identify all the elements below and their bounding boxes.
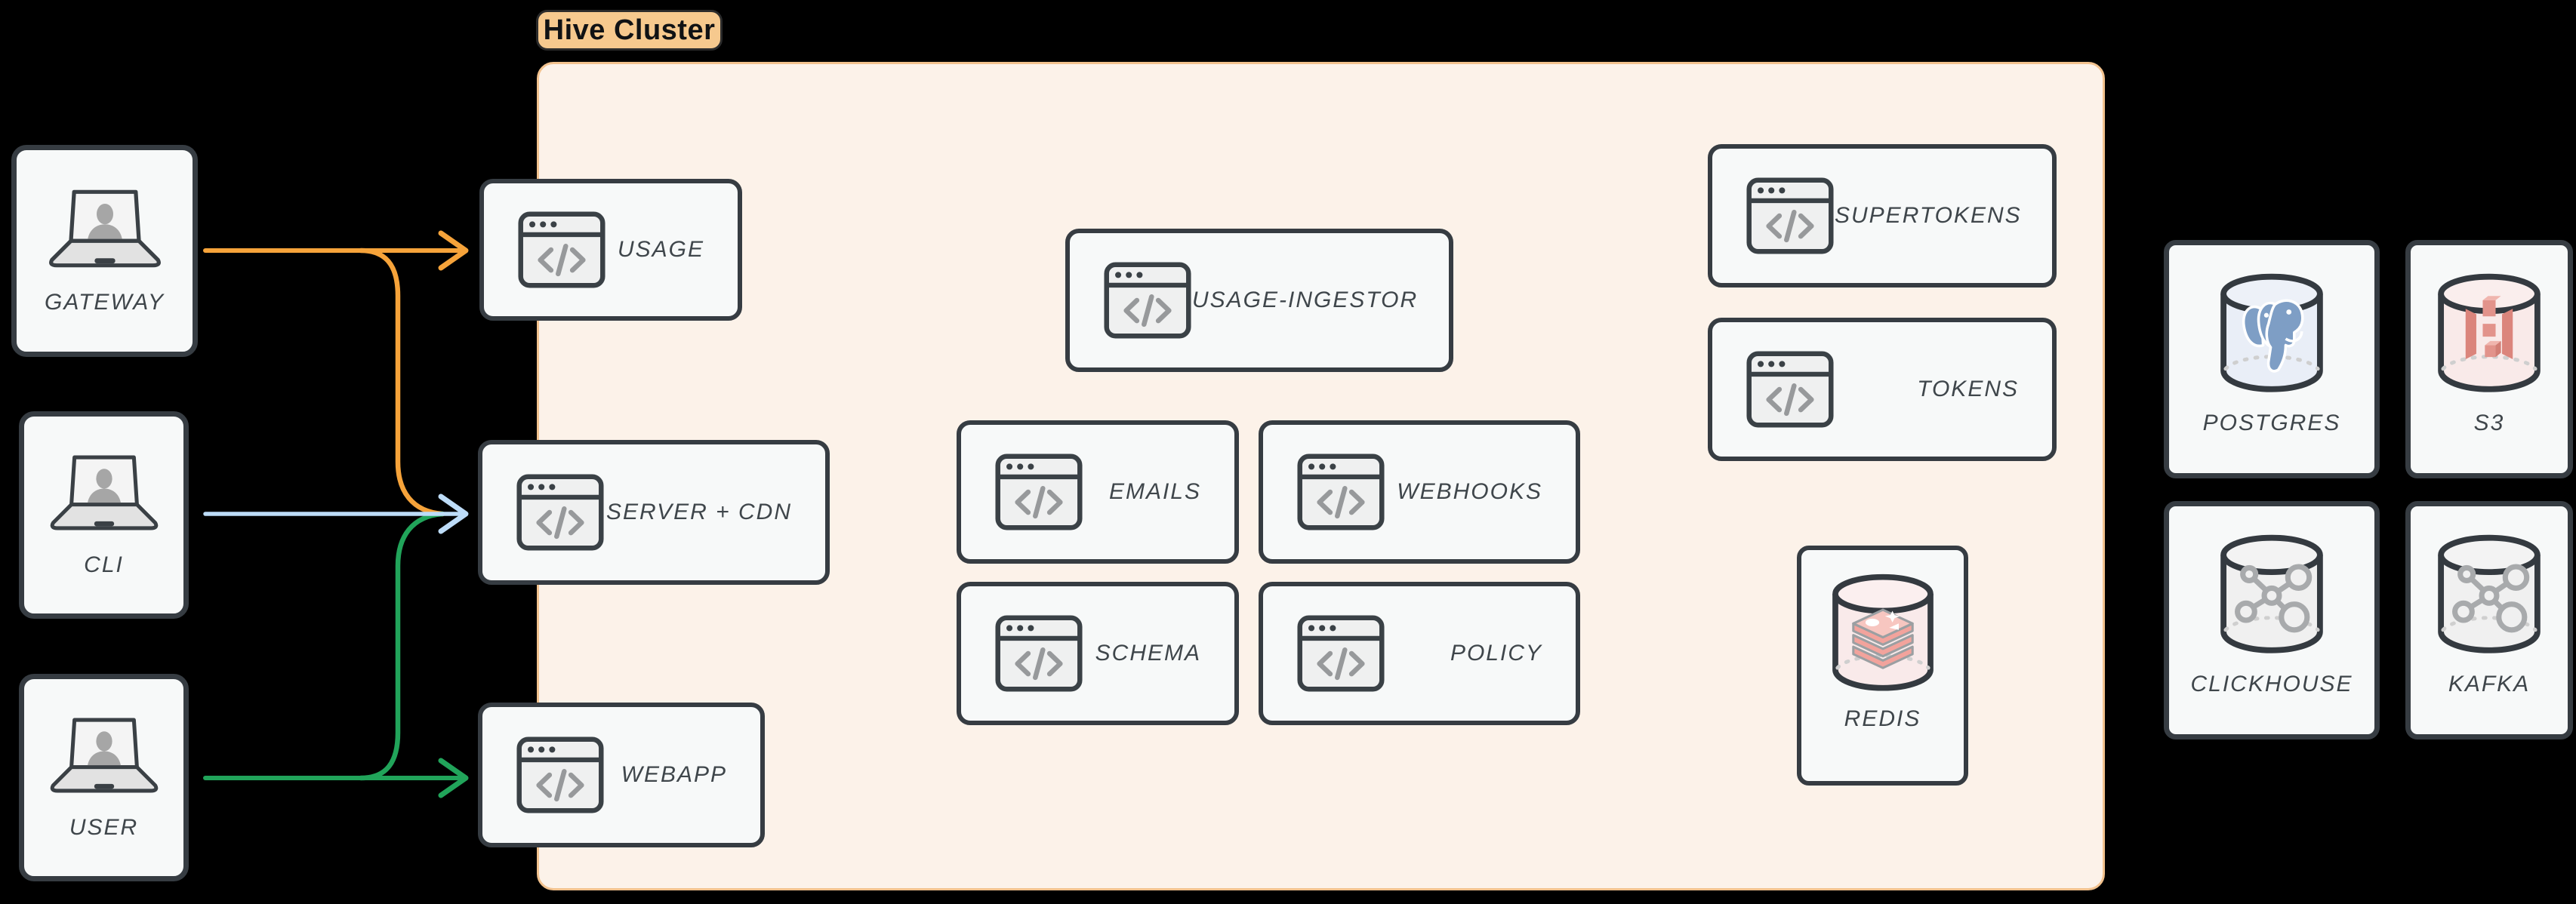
- node-usage-ingestor-label: USAGE-INGESTOR: [1192, 287, 1419, 312]
- node-redis: REDIS: [1797, 546, 1968, 786]
- node-supertokens-label: SUPERTOKENS: [1835, 203, 2022, 228]
- node-user-label: USER: [69, 814, 139, 840]
- code-window-icon: [516, 473, 605, 552]
- code-window-icon: [517, 211, 606, 289]
- redis-database-icon: [1830, 573, 1936, 691]
- node-clickhouse-label: CLICKHOUSE: [2190, 672, 2353, 696]
- code-window-icon: [516, 736, 605, 814]
- node-cli: CLI: [19, 411, 189, 619]
- edge-user-server-cdn: [358, 511, 445, 781]
- code-window-icon: [1103, 261, 1192, 340]
- node-s3-label: S3: [2473, 410, 2505, 435]
- node-tokens-label: TOKENS: [1917, 377, 2019, 401]
- edge-cli-server-cdn-arrowhead: [438, 494, 469, 534]
- node-webhooks: WEBHOOKS: [1259, 420, 1580, 564]
- laptop-user-icon: [38, 187, 172, 270]
- code-window-icon: [1296, 614, 1385, 693]
- hive-cluster-label: Hive Cluster: [543, 14, 716, 46]
- node-kafka-label: KAFKA: [2448, 672, 2531, 696]
- edge-user-webapp-arrowhead: [438, 758, 469, 798]
- molecule-database-icon: [2436, 533, 2543, 653]
- node-usage-label: USAGE: [617, 237, 704, 262]
- node-policy: POLICY: [1259, 582, 1580, 725]
- node-kafka: KAFKA: [2405, 501, 2573, 739]
- node-schema-label: SCHEMA: [1095, 641, 1201, 666]
- node-policy-label: POLICY: [1450, 641, 1542, 666]
- postgres-database-icon: [2218, 272, 2325, 392]
- code-window-icon: [994, 614, 1083, 693]
- node-emails: EMAILS: [957, 420, 1239, 564]
- code-window-icon: [1746, 350, 1835, 429]
- node-webapp: WEBAPP: [478, 703, 765, 847]
- s3-database-icon: [2436, 272, 2543, 392]
- node-tokens: TOKENS: [1708, 318, 2057, 461]
- node-usage: USAGE: [479, 179, 742, 321]
- code-window-icon: [1746, 177, 1835, 255]
- node-emails-label: EMAILS: [1108, 479, 1201, 504]
- node-s3: S3: [2405, 240, 2573, 478]
- hive-cluster-badge: Hive Cluster: [536, 10, 723, 51]
- code-window-icon: [1296, 453, 1385, 531]
- node-schema: SCHEMA: [957, 582, 1239, 725]
- node-redis-label: REDIS: [1844, 706, 1921, 731]
- node-server-cdn-label: SERVER + CDN: [605, 500, 792, 524]
- node-clickhouse: CLICKHOUSE: [2164, 501, 2380, 739]
- node-server-cdn: SERVER + CDN: [478, 440, 830, 585]
- node-cli-label: CLI: [84, 552, 124, 577]
- node-supertokens: SUPERTOKENS: [1708, 144, 2057, 287]
- node-user: USER: [19, 674, 189, 881]
- node-gateway: GATEWAY: [11, 145, 198, 357]
- laptop-user-icon: [39, 715, 169, 795]
- edge-gateway-usage-arrowhead: [438, 230, 469, 271]
- node-webhooks-label: WEBHOOKS: [1397, 479, 1542, 504]
- code-window-icon: [994, 453, 1083, 531]
- node-postgres-label: POSTGRES: [2202, 410, 2341, 435]
- molecule-database-icon: [2218, 533, 2325, 653]
- laptop-user-icon: [39, 453, 169, 533]
- node-gateway-label: GATEWAY: [44, 289, 165, 315]
- node-postgres: POSTGRES: [2164, 240, 2380, 478]
- edge-gateway-server-cdn: [358, 248, 445, 517]
- node-webapp-label: WEBAPP: [621, 762, 727, 787]
- node-usage-ingestor: USAGE-INGESTOR: [1065, 229, 1453, 372]
